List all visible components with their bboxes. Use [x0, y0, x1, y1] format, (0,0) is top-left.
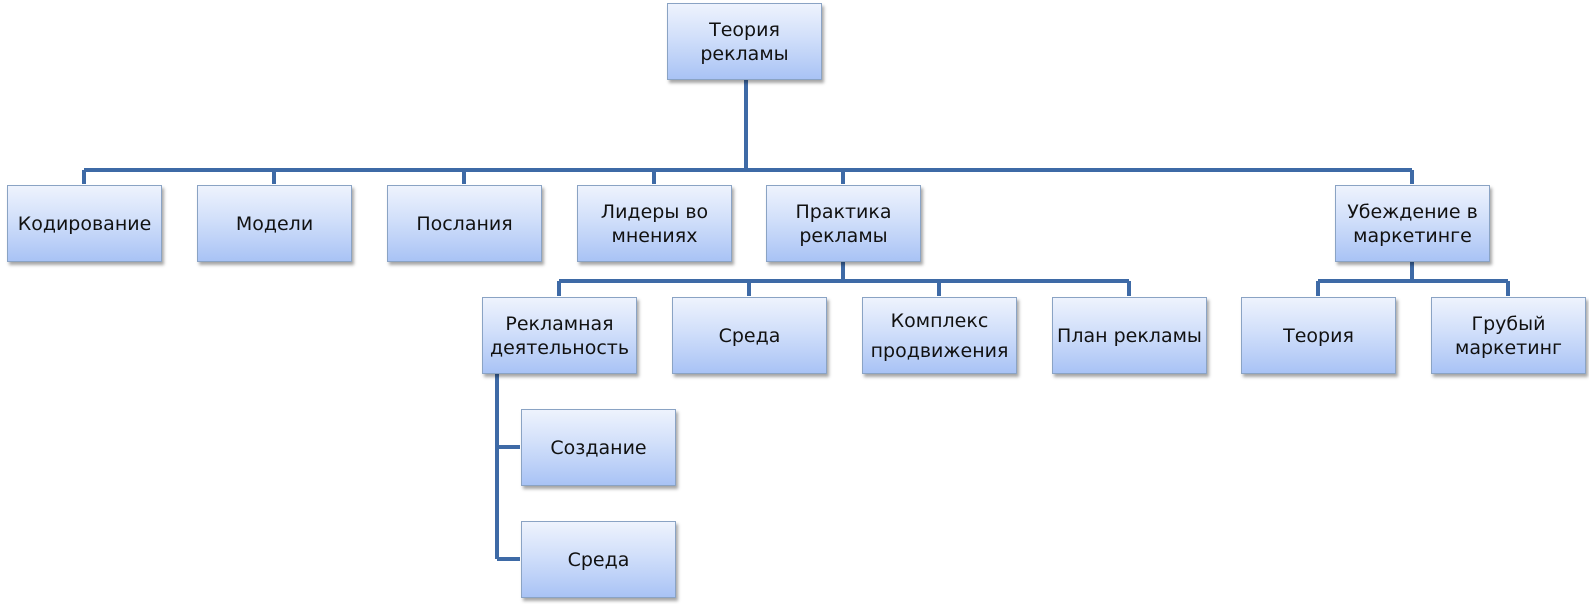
node-teoriya-reklamy: Теория рекламы	[667, 3, 822, 80]
node-modeli: Модели	[197, 185, 352, 262]
node-poslaniya: Послания	[387, 185, 542, 262]
node-teoriya: Теория	[1241, 297, 1396, 374]
node-sozdanie: Создание	[521, 409, 676, 486]
node-lidery-vo-mneniyakh: Лидеры во мнениях	[577, 185, 732, 262]
node-praktika-reklamy: Практика рекламы	[766, 185, 921, 262]
node-sreda: Среда	[672, 297, 827, 374]
node-grubyi-marketing: Грубый маркетинг	[1431, 297, 1586, 374]
node-ubezhdenie-v-marketinge: Убеждение в маркетинге	[1335, 185, 1490, 262]
node-kompleks-prodvizheniya: Комплекс продвижения	[862, 297, 1017, 374]
node-plan-reklamy: План рекламы	[1052, 297, 1207, 374]
node-reklamnaya-deyatelnost: Рекламная деятельность	[482, 297, 637, 374]
node-sreda-2: Среда	[521, 521, 676, 598]
node-kodirovanie: Кодирование	[7, 185, 162, 262]
